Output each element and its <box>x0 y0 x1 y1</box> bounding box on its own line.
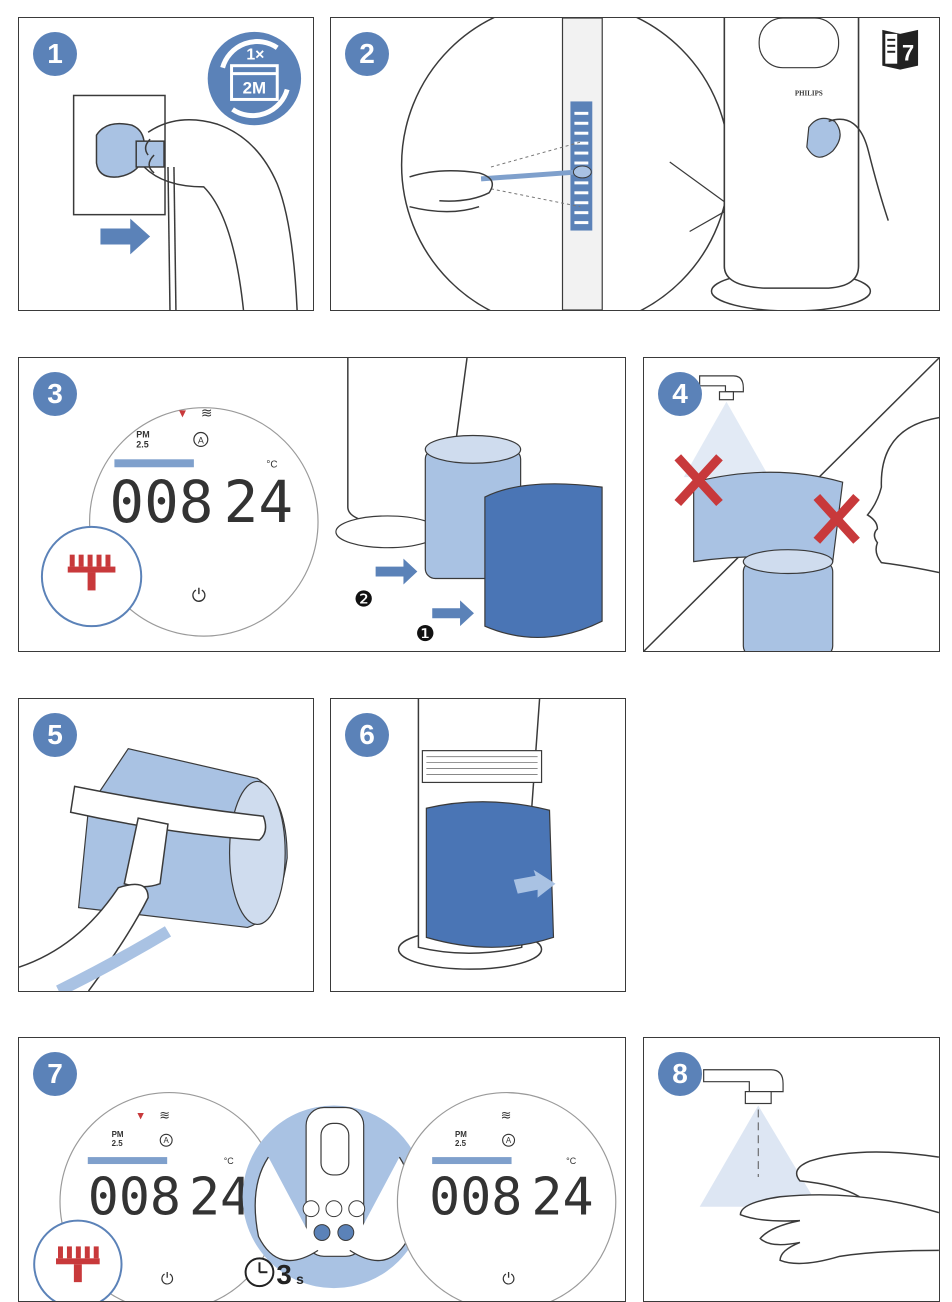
step-8-panel: 8 <box>643 1037 940 1302</box>
step-1-badge: 1 <box>33 32 77 76</box>
manual-page-number: 7 <box>902 41 914 66</box>
wifi-icon: ≋ <box>201 406 213 422</box>
timer-icon <box>244 1257 275 1288</box>
calendar-interval: 2M <box>243 78 266 97</box>
step-7-badge: 7 <box>33 1052 77 1096</box>
vacuum-filter-illustration <box>19 747 288 991</box>
clean-sensor-illustration: 7 PHILIPS <box>400 18 919 310</box>
step-7-panel: 7 ▾ ≋ PM 2.5 A °C 008 24 ⏻ <box>18 1037 626 1302</box>
pm-value-label: 2.5 <box>455 1139 467 1148</box>
step-6-panel: 6 <box>330 698 626 992</box>
filter-removal-illustration: ▾ ≋ PM 2.5 A °C 008 24 ⏻ ❷ ❶ <box>40 358 603 647</box>
no-water-no-blow-illustration <box>644 358 939 651</box>
faucet-icon <box>703 1069 784 1105</box>
auto-label: A <box>198 435 204 445</box>
temperature-unit: °C <box>224 1156 235 1166</box>
calendar-frequency: 1× <box>246 47 264 64</box>
brush-icon-large <box>56 1246 100 1283</box>
unplug-illustration: 1× 2M <box>72 31 302 310</box>
pm-value-label: 2.5 <box>112 1139 124 1148</box>
step-5-badge: 5 <box>33 713 77 757</box>
step-4-badge: 4 <box>658 372 702 416</box>
step-6-badge: 6 <box>345 713 389 757</box>
wifi-icon: ≋ <box>159 1108 170 1123</box>
power-icon: ⏻ <box>161 1269 174 1288</box>
step-5-panel: 5 <box>18 698 314 992</box>
wash-hands-illustration <box>699 1069 939 1265</box>
cross-icon <box>813 494 860 544</box>
brush-icon: ▾ <box>137 1108 144 1123</box>
auto-label: A <box>164 1136 170 1145</box>
brand-label: PHILIPS <box>795 89 823 97</box>
auto-mode-icon <box>193 431 209 447</box>
hold-seconds: 3 <box>276 1259 291 1290</box>
step-2-badge: 2 <box>345 32 389 76</box>
step-2-panel: 2 7 PHI <box>330 17 940 311</box>
pm-label: PM <box>112 1130 124 1139</box>
step-8-badge: 8 <box>658 1052 702 1096</box>
wifi-icon: ≋ <box>501 1108 512 1123</box>
pm-reading: 008 <box>109 469 213 536</box>
order-second: ❷ <box>354 587 374 612</box>
step-1-panel: 1 1× 2M <box>18 17 314 311</box>
pm-label: PM <box>455 1130 467 1139</box>
brush-icon: ▾ <box>179 406 186 422</box>
book-icon <box>882 29 919 70</box>
reset-filter-alert-illustration: ▾ ≋ PM 2.5 A °C 008 24 ⏻ <box>33 1092 617 1301</box>
step-3-panel: 3 ▾ ≋ PM 2.5 A °C 008 24 ⏻ ❷ <box>18 357 626 652</box>
auto-label: A <box>506 1136 512 1145</box>
faucet-icon <box>699 375 744 401</box>
reinstall-filter-illustration <box>397 699 556 970</box>
power-icon: ⏻ <box>192 585 206 606</box>
brush-icon-large <box>67 554 116 591</box>
pm-value-label: 2.5 <box>136 439 148 449</box>
temperature-reading: 24 <box>531 1168 593 1228</box>
temperature-reading: 24 <box>224 469 293 536</box>
temperature-reading: 24 <box>189 1168 251 1228</box>
temperature-unit: °C <box>566 1156 577 1166</box>
auto-mode-icon <box>159 1133 173 1147</box>
step-3-badge: 3 <box>33 372 77 416</box>
pm-label: PM <box>136 429 149 439</box>
pm-reading: 008 <box>88 1168 181 1228</box>
power-icon: ⏻ <box>502 1269 515 1288</box>
order-first: ❶ <box>415 622 435 647</box>
hold-unit: s <box>296 1271 304 1287</box>
cross-icon <box>674 454 723 507</box>
auto-mode-icon <box>502 1133 516 1147</box>
step-4-panel: 4 <box>643 357 940 652</box>
temperature-unit: °C <box>266 459 277 470</box>
pm-reading: 008 <box>429 1168 522 1228</box>
calendar-repeat-icon <box>207 31 302 126</box>
